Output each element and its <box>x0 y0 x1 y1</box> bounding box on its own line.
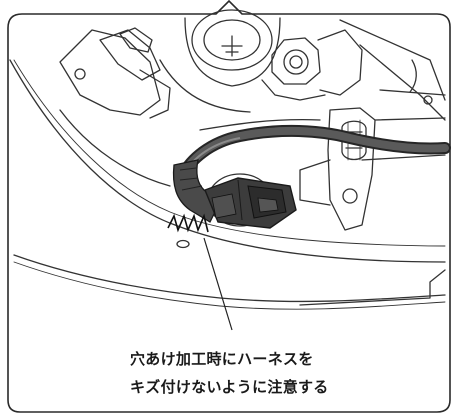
pointer-callout-tail-icon <box>203 237 233 331</box>
mechanical-drawing <box>9 9 446 310</box>
caption-line-2: キズ付けないように注意する <box>130 378 329 396</box>
caption-line-1: 穴あけ加工時にハーネスを <box>130 350 314 368</box>
wire-harness <box>172 124 451 229</box>
drill-warning-zigzag-icon <box>167 213 209 233</box>
warning-caption: 穴あけ加工時にハーネスを キズ付けないように注意する <box>130 345 430 401</box>
